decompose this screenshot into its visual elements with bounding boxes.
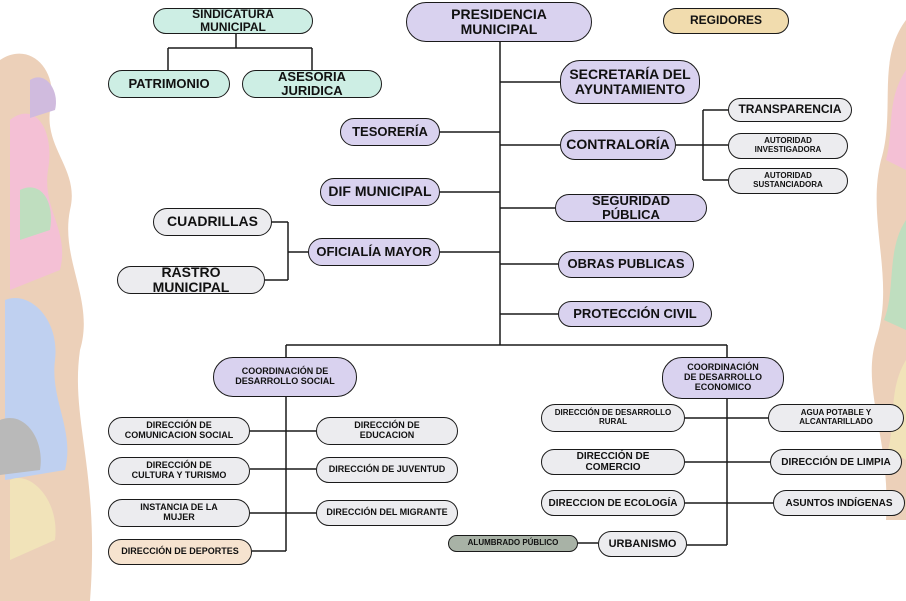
secretaria-ayuntamiento-box: SECRETARÍA DEL AYUNTAMIENTO: [560, 60, 700, 104]
sindicatura-municipal-box: SINDICATURA MUNICIPAL: [153, 6, 313, 34]
coordinacion-desarrollo-economico-label: COORDINACIÓN DE DESARROLLO ECONOMICO: [683, 362, 762, 392]
rastro-municipal-label: RASTRO MUNICIPAL: [152, 263, 230, 295]
transparencia-box: TRANSPARENCIA: [728, 98, 852, 122]
asuntos-indigenas-label: ASUNTOS INDÍGENAS: [785, 497, 893, 509]
urbanismo-box: URBANISMO: [598, 531, 687, 557]
coordinacion-desarrollo-social-label: COORDINACIÓN DE DESARROLLO SOCIAL: [235, 366, 335, 386]
agua-potable-alcantarillado-box: AGUA POTABLE Y ALCANTARILLADO: [768, 404, 904, 432]
autoridad-investigadora-label: AUTORIDAD INVESTIGADORA: [754, 136, 822, 154]
direccion-migrante-label: DIRECCIÓN DEL MIGRANTE: [326, 507, 448, 518]
seguridad-publica-box: SEGURIDAD PÚBLICA: [555, 192, 707, 222]
asesoria-juridica-box: ASESORIA JURIDICA: [242, 68, 382, 98]
tesoreria-label: TESORERÍA: [352, 123, 428, 139]
instancia-mujer-box: INSTANCIA DE LA MUJER: [108, 499, 250, 527]
presidencia-municipal-box: PRESIDENCIA MUNICIPAL: [406, 2, 592, 42]
cuadrillas-box: CUADRILLAS: [153, 208, 272, 236]
direccion-educacion-label: DIRECCIÓN DE EDUCACION: [354, 420, 420, 440]
direccion-deportes-label: DIRECCIÓN DE DEPORTES: [121, 546, 239, 557]
direccion-juventud-box: DIRECCIÓN DE JUVENTUD: [316, 457, 458, 483]
obras-publicas-label: OBRAS PUBLICAS: [567, 256, 685, 272]
direccion-migrante-box: DIRECCIÓN DEL MIGRANTE: [316, 500, 458, 526]
coordinacion-desarrollo-economico-box: COORDINACIÓN DE DESARROLLO ECONOMICO: [662, 357, 784, 399]
direccion-deportes-box: DIRECCIÓN DE DEPORTES: [108, 539, 252, 565]
rastro-municipal-box: RASTRO MUNICIPAL: [117, 263, 265, 295]
direccion-desarrollo-rural-box: DIRECCIÓN DE DESARROLLO RURAL: [541, 404, 685, 432]
direccion-ecologia-label: DIRECCION DE ECOLOGÍA: [548, 497, 678, 509]
dif-municipal-box: DIF MUNICIPAL: [320, 178, 440, 206]
proteccion-civil-box: PROTECCIÓN CIVIL: [558, 301, 712, 327]
decorative-textile-left: [0, 53, 93, 601]
direccion-ecologia-box: DIRECCION DE ECOLOGÍA: [541, 490, 685, 516]
instancia-mujer-label: INSTANCIA DE LA MUJER: [140, 502, 218, 522]
direccion-cultura-turismo-label: DIRECCIÓN DE CULTURA Y TURISMO: [131, 460, 227, 480]
oficialia-mayor-box: OFICIALÍA MAYOR: [308, 238, 440, 266]
autoridad-sustanciadora-box: AUTORIDAD SUSTANCIADORA: [728, 168, 848, 194]
decorative-textile-right: [871, 20, 906, 520]
direccion-comercio-box: DIRECCIÓN DE COMERCIO: [541, 449, 685, 475]
direccion-desarrollo-rural-label: DIRECCIÓN DE DESARROLLO RURAL: [554, 408, 672, 426]
regidores-label: REGIDORES: [689, 13, 762, 28]
coordinacion-desarrollo-social-box: COORDINACIÓN DE DESARROLLO SOCIAL: [213, 357, 357, 397]
presidencia-municipal-label: PRESIDENCIA MUNICIPAL: [451, 5, 547, 37]
patrimonio-label: PATRIMONIO: [128, 75, 210, 91]
asuntos-indigenas-box: ASUNTOS INDÍGENAS: [773, 490, 905, 516]
sindicatura-municipal-label: SINDICATURA MUNICIPAL: [192, 6, 274, 34]
obras-publicas-box: OBRAS PUBLICAS: [558, 251, 694, 278]
seguridad-publica-label: SEGURIDAD PÚBLICA: [591, 192, 670, 222]
transparencia-label: TRANSPARENCIA: [738, 102, 842, 117]
tesoreria-box: TESORERÍA: [340, 118, 440, 146]
secretaria-ayuntamiento-label: SECRETARÍA DEL AYUNTAMIENTO: [569, 65, 691, 97]
oficialia-mayor-label: OFICIALÍA MAYOR: [316, 243, 432, 259]
dif-municipal-label: DIF MUNICIPAL: [328, 183, 432, 200]
direccion-educacion-box: DIRECCIÓN DE EDUCACION: [316, 417, 458, 445]
contraloria-label: CONTRALORÍA: [566, 136, 670, 153]
alumbrado-publico-label: ALUMBRADO PÚBLICO: [467, 538, 559, 548]
patrimonio-box: PATRIMONIO: [108, 70, 230, 98]
asesoria-juridica-label: ASESORIA JURIDICA: [278, 68, 346, 98]
cuadrillas-label: CUADRILLAS: [167, 213, 258, 230]
direccion-cultura-turismo-box: DIRECCIÓN DE CULTURA Y TURISMO: [108, 457, 250, 485]
proteccion-civil-label: PROTECCIÓN CIVIL: [573, 305, 697, 321]
urbanismo-label: URBANISMO: [608, 537, 677, 550]
autoridad-sustanciadora-label: AUTORIDAD SUSTANCIADORA: [753, 171, 823, 189]
direccion-juventud-label: DIRECCIÓN DE JUVENTUD: [328, 464, 446, 475]
direccion-comunicacion-social-box: DIRECCIÓN DE COMUNICACION SOCIAL: [108, 417, 250, 445]
direccion-comercio-label: DIRECCIÓN DE COMERCIO: [576, 451, 650, 473]
agua-potable-alcantarillado-label: AGUA POTABLE Y ALCANTARILLADO: [799, 408, 873, 426]
autoridad-investigadora-box: AUTORIDAD INVESTIGADORA: [728, 133, 848, 159]
direccion-comunicacion-social-label: DIRECCIÓN DE COMUNICACION SOCIAL: [124, 420, 234, 440]
alumbrado-publico-box: ALUMBRADO PÚBLICO: [448, 535, 578, 552]
regidores-box: REGIDORES: [663, 8, 789, 34]
direccion-limpia-box: DIRECCIÓN DE LIMPIA: [770, 449, 902, 475]
direccion-limpia-label: DIRECCIÓN DE LIMPIA: [781, 456, 891, 468]
contraloria-box: CONTRALORÍA: [560, 130, 676, 160]
